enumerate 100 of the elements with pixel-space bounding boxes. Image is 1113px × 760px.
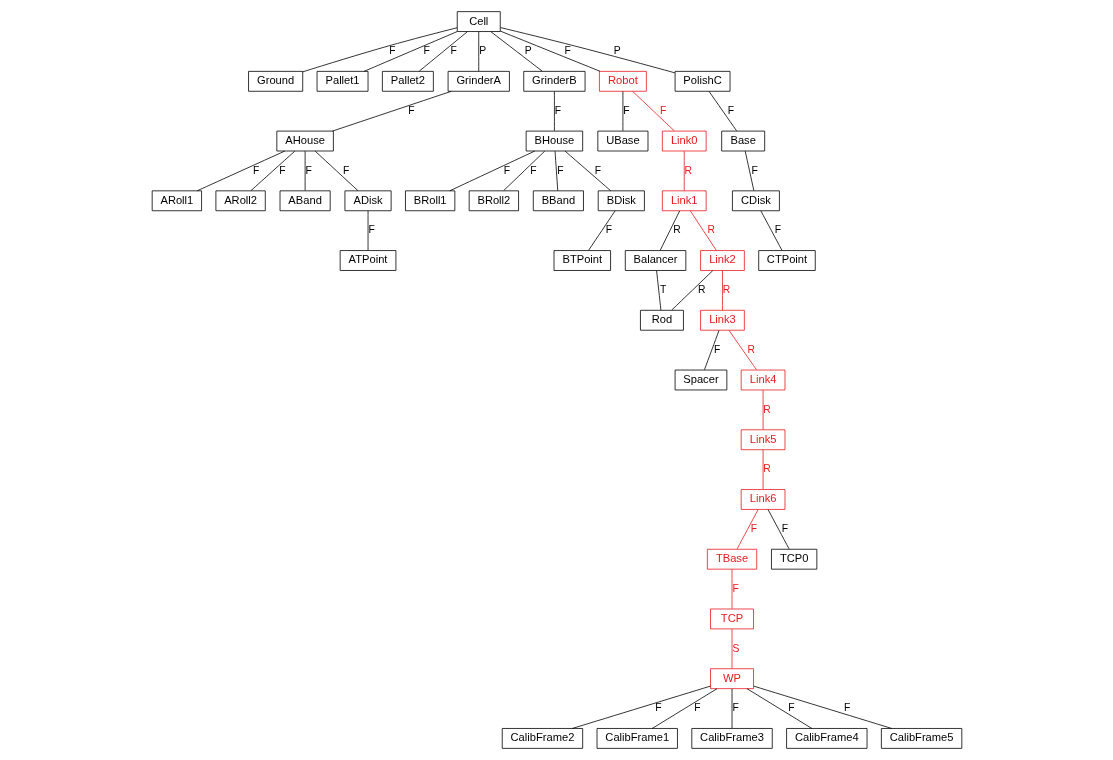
connector [448,150,535,192]
edge-label: F [774,224,781,236]
connector [196,150,285,192]
connector [703,330,719,371]
node-box: Balancer [624,250,686,271]
edge-label: F [529,164,536,176]
node-box: CTPoint [757,250,816,271]
connector [731,568,732,610]
node-box: BHouse [525,130,583,152]
node-box: Link1 [661,190,707,212]
connector [762,449,763,490]
connector [651,688,717,729]
node-box: CalibFrame4 [785,728,867,749]
edge-label: F [554,104,561,116]
node-box: Base [720,130,765,152]
edge-label: F [556,164,564,176]
edge-label: F [594,164,601,176]
connector [721,270,723,311]
edge-label: R [762,403,771,415]
node-box: Link0 [661,130,707,152]
connector [689,210,717,251]
edge-label: F [278,164,286,176]
edge-label: R [672,224,681,236]
edge-label: F [751,164,758,176]
connector [744,150,754,191]
node-box: BRoll1 [404,190,455,212]
node-box: ATPoint [339,250,396,271]
node-box: ARoll1 [151,190,202,212]
edge-label: F [563,45,571,57]
connector [731,628,732,669]
edge-label: F [787,702,795,714]
connector [418,31,468,72]
node-box: CalibFrame1 [596,728,678,749]
node-box: Spacer [674,369,727,391]
edge-label: F [843,702,850,714]
edge-label: F [731,582,739,594]
node-box: Link2 [699,250,745,271]
node-box: AHouse [275,130,334,152]
edge-label: F [367,224,375,236]
node-box: Pallet1 [316,70,368,92]
edge-label: F [622,104,630,116]
node-box: CalibFrame5 [880,728,962,749]
connector [477,31,479,72]
node-box: WP [709,668,754,690]
connector [499,30,600,72]
connector [499,27,675,74]
edge-label: R [722,284,730,296]
edge-label: F [449,45,457,57]
edge-label: R [707,224,715,236]
connector [631,91,675,132]
connector [301,27,458,73]
node-box: Ground [247,70,303,92]
node-box: Link4 [740,369,785,391]
connector [683,150,685,191]
node-box: GrinderB [522,70,585,92]
connector [767,509,789,550]
edge-label: F [713,343,720,355]
edge-label: F [605,224,612,236]
node-box: Link3 [699,309,745,331]
node-box: GrinderA [447,70,510,92]
node-box: ABand [279,190,331,212]
connector [728,330,757,371]
connector [746,688,812,729]
edge-label: F [503,164,510,176]
node-box: ADisk [344,190,392,212]
node-box: UBase [596,130,648,152]
node-box: BBand [532,190,584,212]
node-box: TCP [709,608,754,630]
edge-label: F [693,702,701,714]
connector [571,685,711,729]
edge-label: F [727,104,734,116]
edge-label: P [613,45,621,57]
connector [554,150,558,191]
node-box: ARoll2 [215,190,266,212]
edge-label: F [407,104,415,116]
node-box: PolishC [674,70,730,92]
node-box: Robot [598,70,647,92]
connector [655,270,661,311]
node-box: Link6 [740,489,785,510]
connector [250,150,295,192]
connector [367,210,368,251]
edge-label: F [654,702,662,714]
edge-label: F [659,104,666,116]
node-box: CalibFrame2 [501,728,583,749]
connector [564,150,611,192]
edge-label: F [731,702,739,714]
node-box: Link5 [740,429,785,451]
node-box: CalibFrame3 [690,728,773,749]
edge-label: P [478,45,486,57]
node-box: TBase [706,548,757,570]
edge-label: F [750,523,757,535]
edge-label: F [422,45,430,57]
connector [760,210,782,251]
edge-label: F [252,164,259,176]
edge-label: R [697,284,705,296]
edge-label: T [659,284,666,296]
node-box: Pallet2 [381,70,434,92]
edge-label: R [683,164,692,176]
connector [670,270,713,311]
connector [314,150,358,192]
